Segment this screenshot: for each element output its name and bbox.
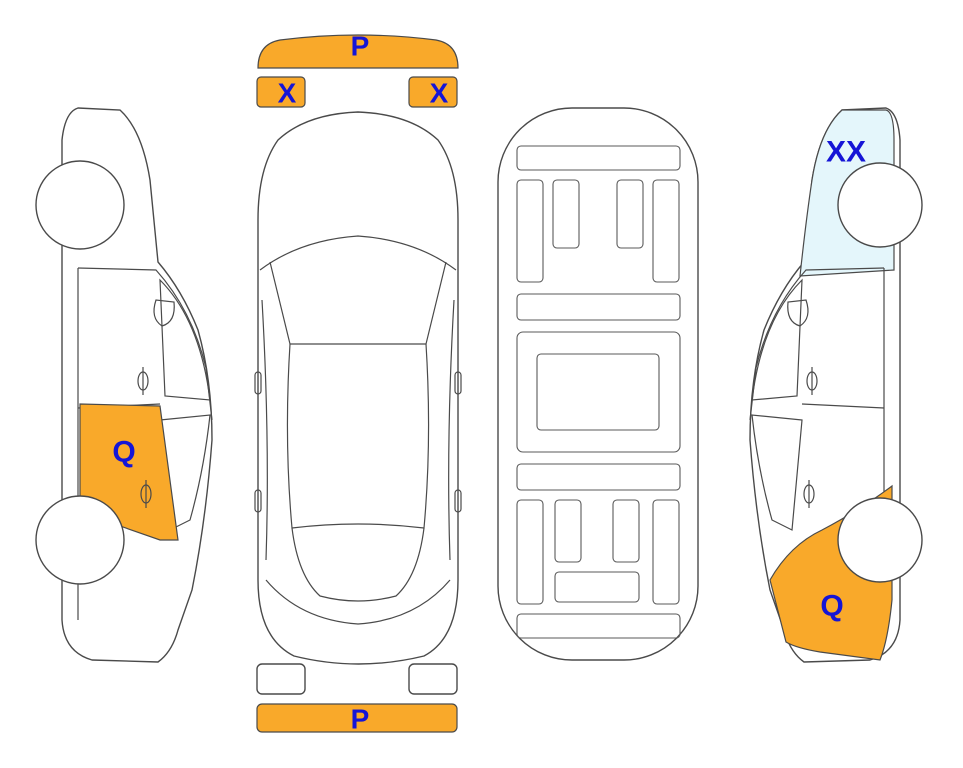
underbody-view [497,107,699,661]
right-handle-upper [806,367,818,395]
top-right-handle [454,489,462,513]
rear-bumper-label: P [351,704,370,735]
right-roof-line [749,267,885,421]
right-side-view: XX Q [749,107,923,663]
underbody-rear-left-bracket [554,499,582,563]
right-handle-lower [803,480,815,508]
left-mirror [153,299,175,327]
left-rear-glass [159,414,211,531]
underbody-rear-crossmember [516,463,681,491]
underbody-rear-right-rail [652,499,680,605]
top-right-mirror [454,371,462,395]
right-headlight-label: X [430,78,449,109]
top-view: P X X P [254,31,462,735]
underbody-front-left-rail [516,179,544,283]
left-rear-door-label: Q [112,436,135,469]
left-handle-lower [140,480,152,508]
right-headlight-damage [408,76,458,108]
front-bumper-label: P [351,31,370,62]
right-rear-quarter-label: Q [820,590,843,623]
left-taillight [256,663,306,695]
top-trunk-line [265,579,451,625]
top-rear-window [291,527,425,602]
top-roof [286,343,430,529]
top-windshield [269,261,447,345]
left-side-view: Q [35,107,213,663]
top-hood-line [259,235,457,271]
left-front-wheel [35,160,125,250]
underbody-floor-pan [536,353,660,431]
rear-bumper-damage [256,703,458,733]
right-door-seam [801,403,885,409]
right-front-fender-label: XX [826,136,866,169]
right-windshield [751,278,803,401]
underbody-front-crossmember [516,145,681,171]
right-taillight [408,663,458,695]
top-left-mirror [254,371,262,395]
left-headlight-damage [256,76,306,108]
underbody-mid-crossmember [516,293,681,321]
right-rear-glass [751,414,803,531]
left-headlight-label: X [278,78,297,109]
underbody-spare-well [554,571,640,603]
underbody-front-right-bracket [616,179,644,249]
underbody-outline [497,107,699,661]
underbody-rear-left-rail [516,499,544,605]
underbody-rear-panel [516,613,681,639]
right-mirror [787,299,809,327]
left-windshield [159,278,211,401]
top-left-pillar [261,299,268,561]
underbody-front-left-bracket [552,179,580,249]
front-bumper-damage [257,34,459,69]
underbody-floor-frame [516,331,681,453]
underbody-front-right-rail [652,179,680,283]
top-right-pillar [448,299,455,561]
left-handle-upper [137,367,149,395]
right-front-wheel [837,162,923,248]
right-rear-wheel [837,497,923,583]
left-roof-line [77,267,213,421]
top-left-handle [254,489,262,513]
left-rear-wheel [35,495,125,585]
underbody-rear-right-bracket [612,499,640,563]
